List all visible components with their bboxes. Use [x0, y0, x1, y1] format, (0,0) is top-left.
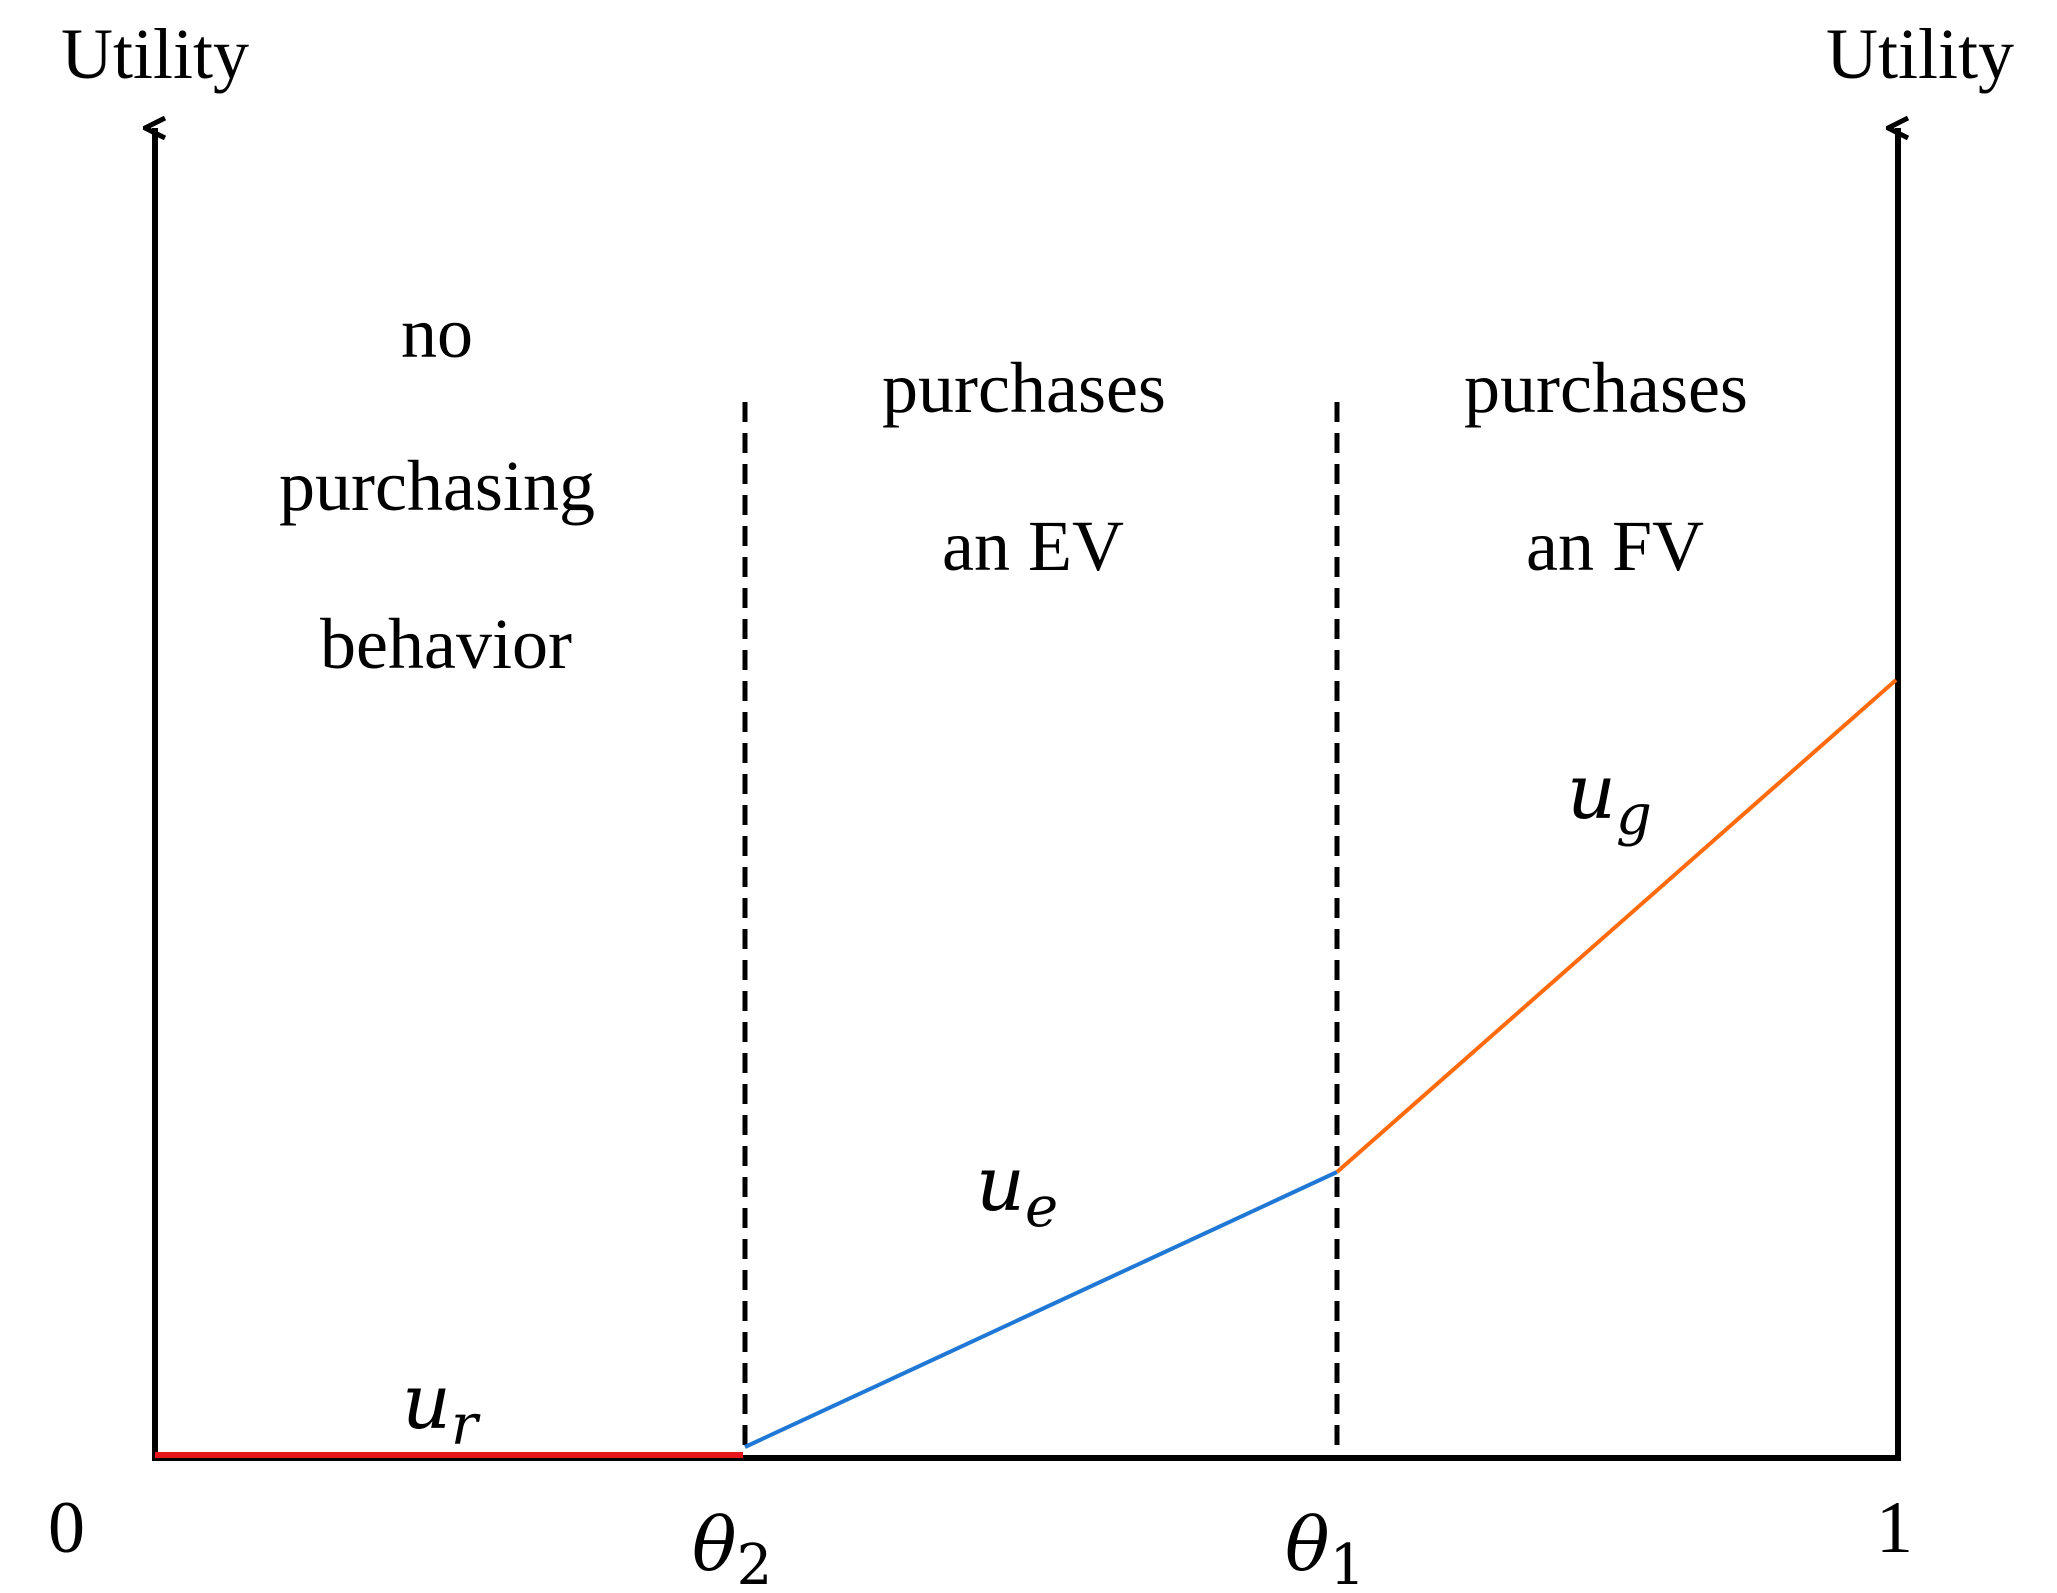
curve-label-subscript: e [1025, 1175, 1058, 1240]
curve-label-base: u [402, 1357, 451, 1446]
tick-label-base: θ [1285, 1502, 1330, 1588]
region-label-line: purchases [882, 348, 1166, 428]
region-label-no-purchase: no purchasing behavior [279, 293, 613, 684]
region-label-line: behavior [320, 604, 572, 684]
curve-ue [744, 1170, 1338, 1449]
curve-label-ug: ug [1567, 747, 1652, 848]
region-label-line: an EV [942, 506, 1124, 586]
curve-label-subscript: r [451, 1393, 481, 1458]
tick-label-base: θ [692, 1502, 737, 1588]
region-label-ev: purchases an EV [882, 348, 1184, 586]
right-axis-title: Utility [1826, 14, 2014, 94]
curve-label-ue: ue [976, 1139, 1058, 1240]
tick-label-1: 1 [1876, 1487, 1913, 1569]
curve-label-ur: ur [402, 1357, 481, 1458]
curve-label-subscript: g [1616, 783, 1652, 848]
curve-label-base: u [976, 1139, 1025, 1228]
curve-ug [1335, 678, 1898, 1174]
region-label-line: purchases [1464, 348, 1748, 428]
tick-label-0: 0 [48, 1487, 85, 1569]
tick-label-theta2: θ2 [692, 1502, 772, 1593]
tick-label-subscript: 1 [1330, 1533, 1366, 1593]
region-label-line: an FV [1526, 506, 1704, 586]
region-label-fv: purchases an FV [1464, 348, 1766, 586]
region-label-line: purchasing [279, 446, 595, 526]
region-label-line: no [401, 293, 473, 373]
curve-label-base: u [1567, 747, 1616, 836]
tick-label-theta1: θ1 [1285, 1502, 1365, 1593]
left-axis-title: Utility [61, 14, 249, 94]
tick-label-subscript: 2 [737, 1533, 773, 1593]
